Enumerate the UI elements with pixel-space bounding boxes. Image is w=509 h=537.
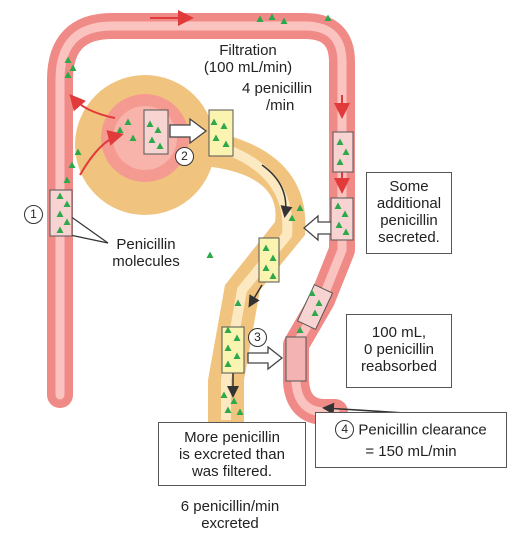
- step-2-marker: 2: [175, 147, 194, 166]
- filtration-rate: (100 mL/min): [188, 59, 308, 76]
- step-1-marker: 1: [24, 205, 43, 224]
- secretion-plasma-box: [331, 198, 353, 240]
- peritubular-plasma-box: [333, 132, 353, 172]
- excreted-more-callout: More penicillin is excreted than was fil…: [158, 422, 306, 486]
- molecules-line2: molecules: [96, 253, 196, 270]
- reabsorption-callout: 100 mL, 0 penicillin reabsorbed: [346, 314, 452, 388]
- secretion-line3: penicillin: [367, 212, 451, 229]
- excretion-rate-label: 6 penicillin/min excreted: [150, 498, 310, 532]
- step-3-marker: 3: [248, 328, 267, 347]
- excreted-more-line3: was filtered.: [159, 463, 305, 480]
- clearance-callout: 4 Penicillin clearance = 150 mL/min: [315, 412, 507, 468]
- clearance-title: Penicillin clearance: [358, 421, 486, 438]
- secretion-line4: secreted.: [367, 229, 451, 246]
- filtered-penicillin-label: 4 penicillin /min: [228, 80, 333, 114]
- penicillin-molecule: [207, 252, 214, 259]
- secretion-line1: Some: [367, 178, 451, 195]
- clearance-line1: 4 Penicillin clearance: [316, 421, 506, 440]
- secretion-callout: Some additional penicillin secreted.: [366, 172, 452, 254]
- filtrate-box-2: [259, 238, 279, 282]
- excretion-rate-line1: 6 penicillin/min: [150, 498, 310, 515]
- secretion-line2: additional: [367, 195, 451, 212]
- reabsorption-plasma-box: [286, 337, 306, 381]
- filtered-penicillin-line1: 4 penicillin: [228, 80, 333, 97]
- excretion-rate-line2: excreted: [150, 515, 310, 532]
- molecules-line1: Penicillin: [96, 236, 196, 253]
- step-4-marker: 4: [335, 420, 354, 439]
- clearance-line2: = 150 mL/min: [316, 443, 506, 460]
- reabsorption-arrow: [248, 347, 282, 369]
- reabsorption-line2: 0 penicillin: [347, 341, 451, 358]
- excreted-more-line1: More penicillin: [159, 429, 305, 446]
- penicillin-molecules-label: Penicillin molecules: [96, 236, 196, 270]
- secretion-arrow: [304, 216, 331, 240]
- filtrate-box-1: [209, 110, 233, 156]
- reabsorption-line1: 100 mL,: [347, 324, 451, 341]
- filtration-label: Filtration (100 mL/min): [188, 42, 308, 76]
- filtration-title: Filtration: [188, 42, 308, 59]
- filtered-penicillin-line2: /min: [228, 97, 333, 114]
- excreted-more-line2: is excreted than: [159, 446, 305, 463]
- reabsorption-line3: reabsorbed: [347, 358, 451, 375]
